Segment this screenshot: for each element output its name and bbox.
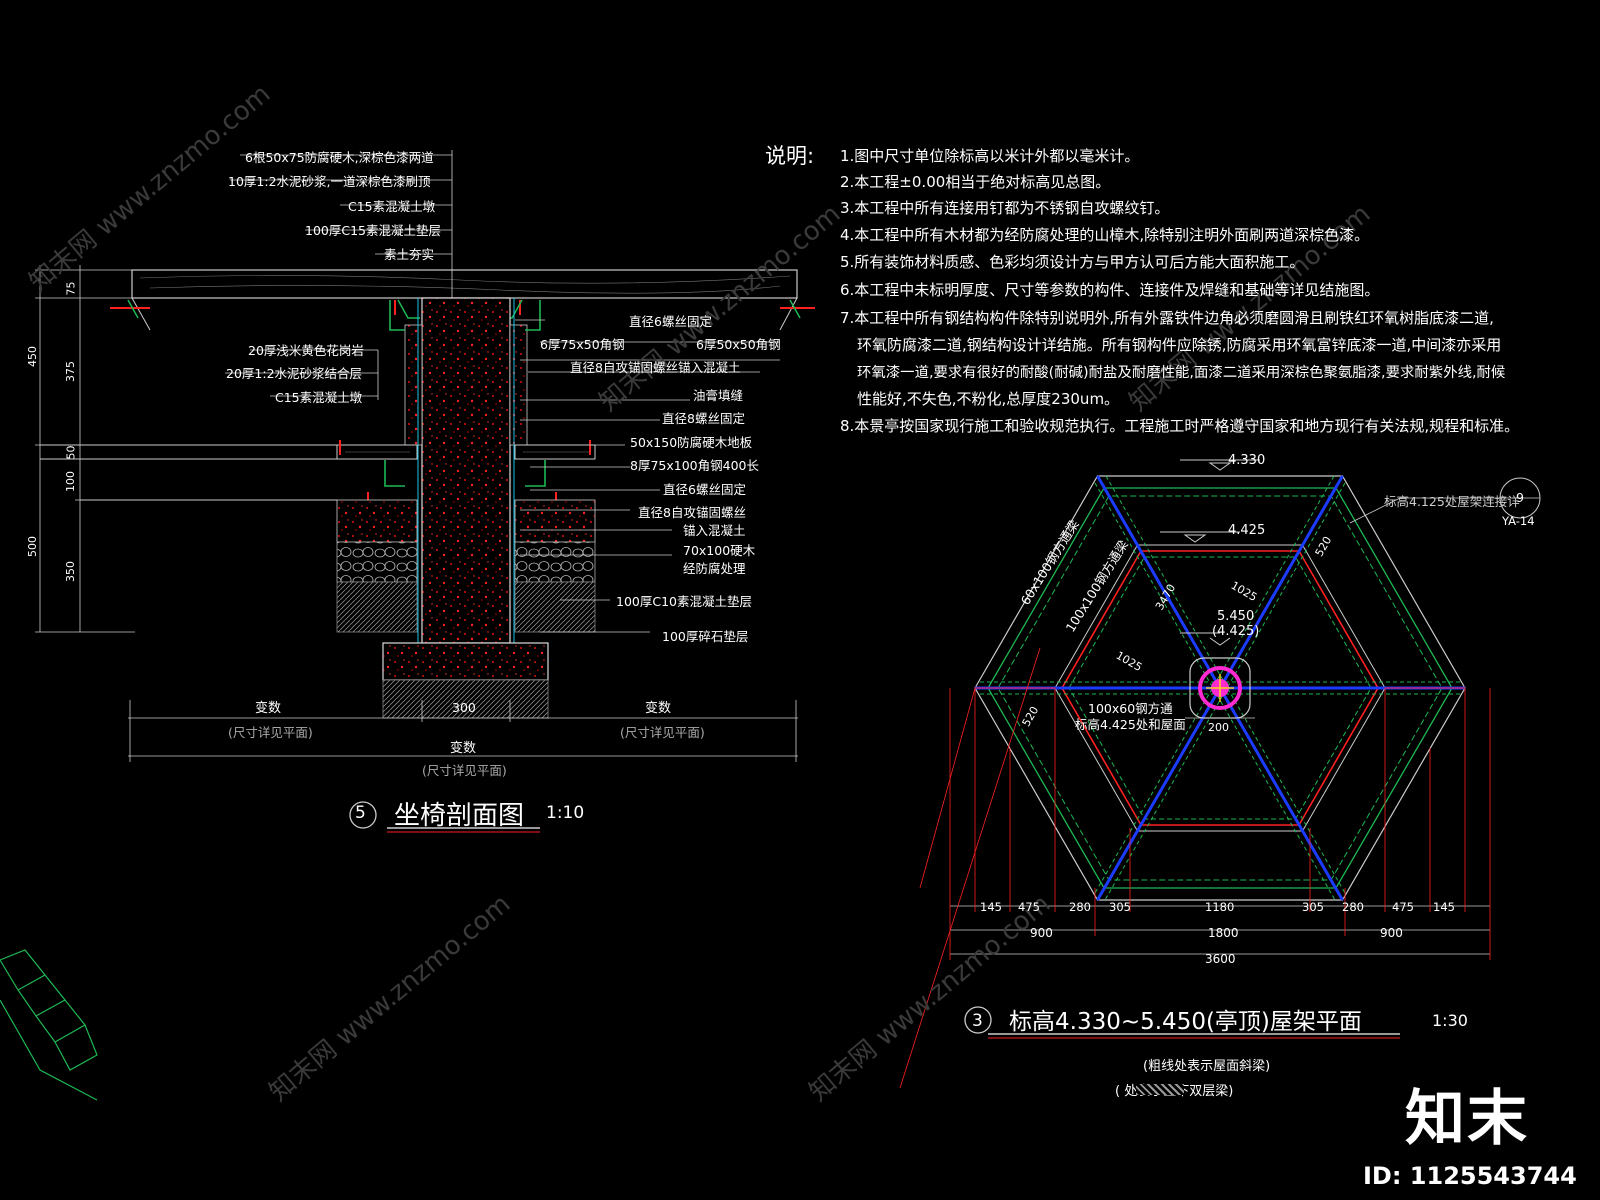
callout: 100厚C15素混凝土垫层 bbox=[305, 223, 441, 238]
brand-id: ID: 1125543744 bbox=[1363, 1162, 1577, 1190]
note-line: 环氧防腐漆二道,钢结构设计详结施。所有钢构件应除锈,防腐采用环氧富锌底漆一道,中… bbox=[857, 336, 1502, 354]
dim-label: 75 bbox=[64, 281, 78, 296]
dim-label: 145 bbox=[980, 900, 1002, 914]
note-line: 环氧漆一道,要求有很好的耐酸(耐碱)耐盐及耐磨性能,面漆二道采用深棕色聚氨脂漆,… bbox=[857, 365, 1506, 381]
dim-label: 变数 bbox=[255, 701, 282, 716]
callout: 100厚碎石垫层 bbox=[662, 629, 749, 644]
dim-label: (尺寸详见平面) bbox=[228, 725, 313, 740]
callout: 锚入混凝土 bbox=[683, 523, 746, 538]
dim-label: 450 bbox=[26, 346, 39, 367]
callout: 直径6螺丝固定 bbox=[663, 482, 746, 497]
dim-label: (尺寸详见平面) bbox=[620, 725, 705, 740]
dim-label: 475 bbox=[1392, 900, 1414, 914]
callout: 6厚50x50角钢 bbox=[696, 337, 781, 352]
dim-label: 900 bbox=[1380, 926, 1403, 940]
dim-label: 500 bbox=[26, 536, 39, 557]
callout: 70x100硬木 bbox=[683, 543, 756, 558]
callout: 直径8螺丝固定 bbox=[662, 411, 745, 426]
callout: 直径6螺丝固定 bbox=[629, 314, 712, 329]
plan-scale: 1:30 bbox=[1432, 1011, 1468, 1030]
brand-logo: 知末 bbox=[1405, 1084, 1529, 1154]
elev-inner: 4.425 bbox=[1228, 523, 1266, 538]
dim-label: 1800 bbox=[1208, 926, 1239, 940]
callout: 油膏填缝 bbox=[693, 388, 744, 403]
callout: 直径8自攻锚固螺丝 bbox=[638, 505, 746, 520]
callout: 8厚75x100角钢400长 bbox=[630, 458, 759, 473]
footing bbox=[382, 642, 549, 681]
elev-center-sub: (4.425) bbox=[1212, 624, 1260, 639]
dim-label: 375 bbox=[64, 361, 77, 382]
concrete-pier bbox=[421, 297, 511, 644]
dim-label: 900 bbox=[1030, 926, 1053, 940]
ref-num: 9 bbox=[1516, 490, 1524, 505]
dim-label: 280 bbox=[1342, 900, 1364, 914]
callout: 经防腐处理 bbox=[683, 561, 746, 576]
dim-label: 3600 bbox=[1205, 952, 1236, 966]
note-line: 4.本工程中所有木材都为经防腐处理的山樟木,除特别注明外面刷两道深棕色漆。 bbox=[840, 226, 1370, 244]
callout: 直径8自攻锚固螺丝锚入混凝土 bbox=[570, 360, 741, 375]
dim-label: 变数 bbox=[645, 701, 672, 716]
note-line: 6.本工程中未标明厚度、尺寸等参数的构件、连接件及焊缝和基础等详见结施图。 bbox=[840, 281, 1380, 299]
callout: 素土夯实 bbox=[384, 247, 435, 262]
elev-center: 5.450 bbox=[1217, 609, 1255, 624]
plan-title: 标高4.330~5.450(亭顶)屋架平面 bbox=[1009, 1009, 1362, 1035]
elev-top: 4.330 bbox=[1228, 453, 1266, 468]
section-scale: 1:10 bbox=[546, 803, 585, 823]
callout: 10厚1:2水泥砂浆,一道深棕色漆刷顶 bbox=[228, 174, 431, 189]
callout: 50x150防腐硬木地板 bbox=[630, 435, 753, 450]
note-line: 7.本工程中所有钢结构构件除特别说明外,所有外露铁件边角必须磨圆滑且刷铁红环氧树… bbox=[840, 309, 1494, 327]
roof-plan bbox=[899, 459, 1541, 1089]
dim-label: 300 bbox=[452, 700, 476, 715]
ref-note: 标高4.125处屋架连接详 bbox=[1384, 494, 1520, 509]
dim-label: (尺寸详见平面) bbox=[422, 763, 507, 778]
callout: 100厚C10素混凝土垫层 bbox=[616, 594, 752, 609]
dim-label: 305 bbox=[1302, 900, 1324, 914]
note-line: 8.本景亭按国家现行施工和验收规范执行。工程施工时严格遵守国家和地方现行有关法规… bbox=[840, 417, 1520, 435]
beam-label: 100x60钢方通 bbox=[1088, 701, 1173, 716]
beam-label: 标高4.425处和屋面 bbox=[1075, 717, 1186, 732]
dim-label: 1180 bbox=[1205, 900, 1235, 914]
note-line: 5.所有装饰材料质感、色彩均须设计方与甲方认可后方能大面积施工。 bbox=[840, 253, 1305, 271]
note-line: 2.本工程±0.00相当于绝对标高见总图。 bbox=[840, 173, 1111, 191]
callout: 6根50x75防腐硬木,深棕色漆两道 bbox=[245, 150, 434, 165]
plan-subnote: (粗线处表示屋面斜梁) bbox=[1143, 1059, 1271, 1074]
callout: 20厚1:2水泥砂浆结合层 bbox=[226, 366, 363, 381]
dim-label: 100 bbox=[64, 471, 77, 492]
notes-heading: 说明: bbox=[765, 144, 815, 168]
callout: C15素混凝土墩 bbox=[275, 390, 363, 405]
callout: 20厚浅米黄色花岗岩 bbox=[248, 343, 364, 358]
dim-label: 280 bbox=[1069, 900, 1091, 914]
note-line: 1.图中尺寸单位除标高以米计外都以毫米计。 bbox=[840, 147, 1140, 165]
callout: 6厚75x50角钢 bbox=[540, 337, 625, 352]
ref-sheet: YA-14 bbox=[1502, 514, 1535, 528]
note-line: 3.本工程中所有连接用钉都为不锈钢自攻螺纹钉。 bbox=[840, 199, 1170, 217]
double-beam-hatch-icon bbox=[1136, 1084, 1184, 1095]
section-title: 坐椅剖面图 bbox=[394, 801, 525, 831]
dim-label: 145 bbox=[1433, 900, 1455, 914]
dim-label: 变数 bbox=[450, 741, 477, 756]
dim-label: 305 bbox=[1109, 900, 1131, 914]
dim-label: 200 bbox=[1208, 721, 1229, 734]
dim-label: 350 bbox=[64, 561, 77, 582]
seat-top bbox=[131, 269, 798, 299]
section-title-num: 5 bbox=[355, 803, 366, 823]
note-line: 性能好,不失色,不粉化,总厚度230um。 bbox=[857, 390, 1120, 408]
dim-label: 475 bbox=[1018, 900, 1040, 914]
dim-label: 50 bbox=[64, 445, 78, 460]
callout: C15素混凝土墩 bbox=[348, 199, 436, 214]
stair-fragment bbox=[0, 949, 98, 1101]
plan-title-num: 3 bbox=[972, 1011, 983, 1031]
